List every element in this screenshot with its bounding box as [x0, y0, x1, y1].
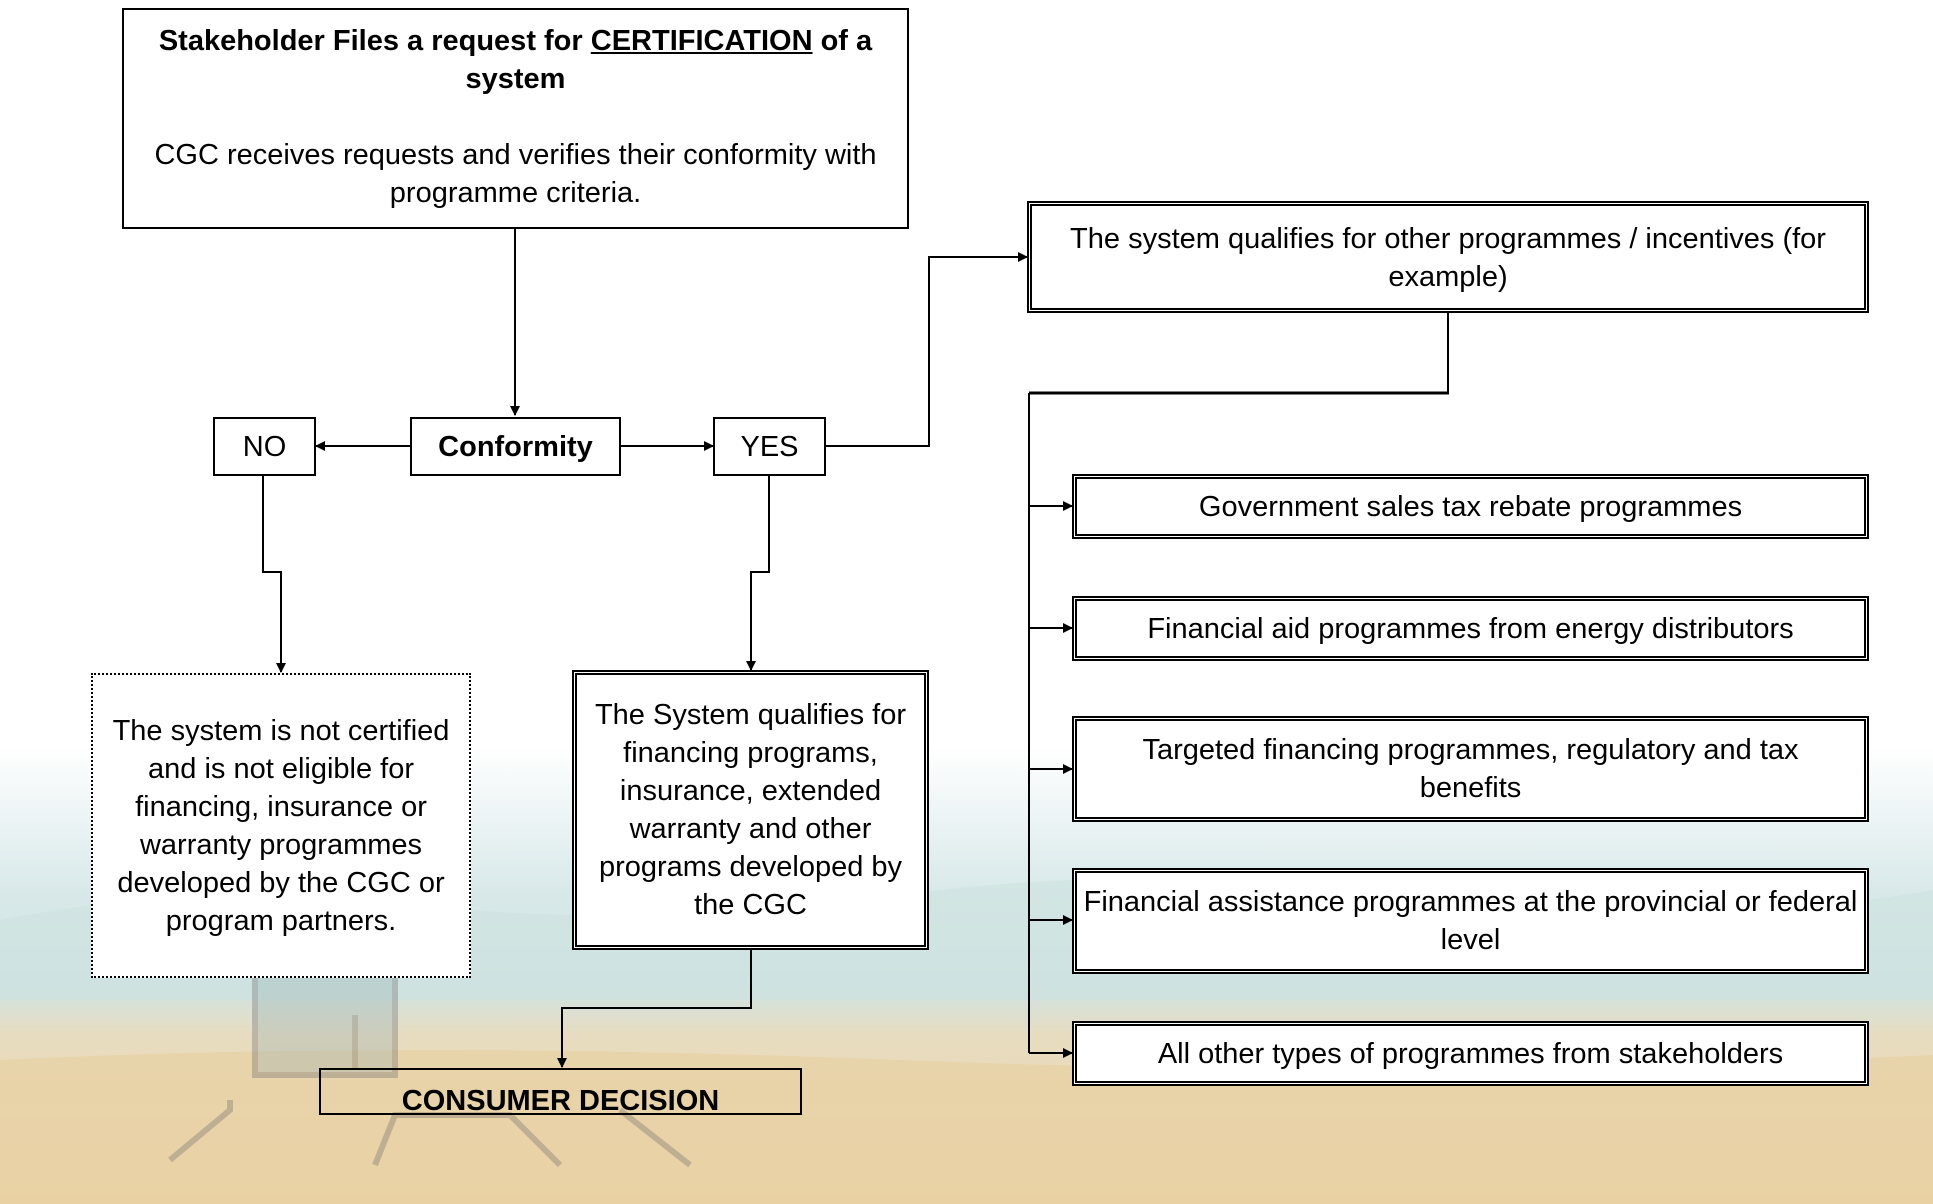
- certification-keyword: CERTIFICATION: [590, 25, 813, 57]
- qualifies-financing-text: The System qualifies for financing progr…: [594, 699, 907, 921]
- programme-item-label: Government sales tax rebate programmes: [1198, 490, 1743, 523]
- yes-box: YES: [713, 417, 826, 476]
- arrow-outcome-to-consumer-decision: [557, 950, 752, 1068]
- arrow-yes-to-other-programmes: [826, 252, 1028, 447]
- programme-item-label: Targeted financing programmes, regulator…: [1142, 734, 1799, 804]
- request-title: Stakeholder Files a request for CERTIFIC…: [158, 25, 873, 95]
- programme-item: Financial aid programmes from energy dis…: [1072, 596, 1869, 661]
- request-box: Stakeholder Files a request for CERTIFIC…: [122, 8, 909, 229]
- not-certified-text: The system is not certified and is not e…: [112, 714, 450, 937]
- not-certified-box: The system is not certified and is not e…: [91, 673, 471, 978]
- programme-item-label: Financial aid programmes from energy dis…: [1147, 612, 1794, 645]
- programme-item-label: All other types of programmes from stake…: [1157, 1037, 1784, 1070]
- consumer-decision-label: CONSUMER DECISION: [401, 1085, 720, 1117]
- other-programmes-header-text: The system qualifies for other programme…: [1070, 223, 1826, 293]
- programme-item: Government sales tax rebate programmes: [1072, 474, 1869, 539]
- qualifies-financing-box: The System qualifies for financing progr…: [572, 670, 929, 950]
- request-body: CGC receives requests and verifies their…: [154, 139, 877, 209]
- programme-item: Financial assistance programmes at the p…: [1072, 868, 1869, 974]
- programme-item: All other types of programmes from stake…: [1072, 1021, 1869, 1086]
- arrow-no-to-outcome: [262, 476, 286, 673]
- no-box: NO: [213, 417, 316, 476]
- conformity-box: Conformity: [410, 417, 621, 476]
- programme-item-label: Financial assistance programmes at the p…: [1083, 886, 1858, 956]
- programme-item: Targeted financing programmes, regulator…: [1072, 716, 1869, 822]
- arrow-yes-to-outcome: [746, 476, 770, 671]
- consumer-decision-box: CONSUMER DECISION: [319, 1068, 802, 1117]
- other-programmes-header: The system qualifies for other programme…: [1027, 201, 1869, 313]
